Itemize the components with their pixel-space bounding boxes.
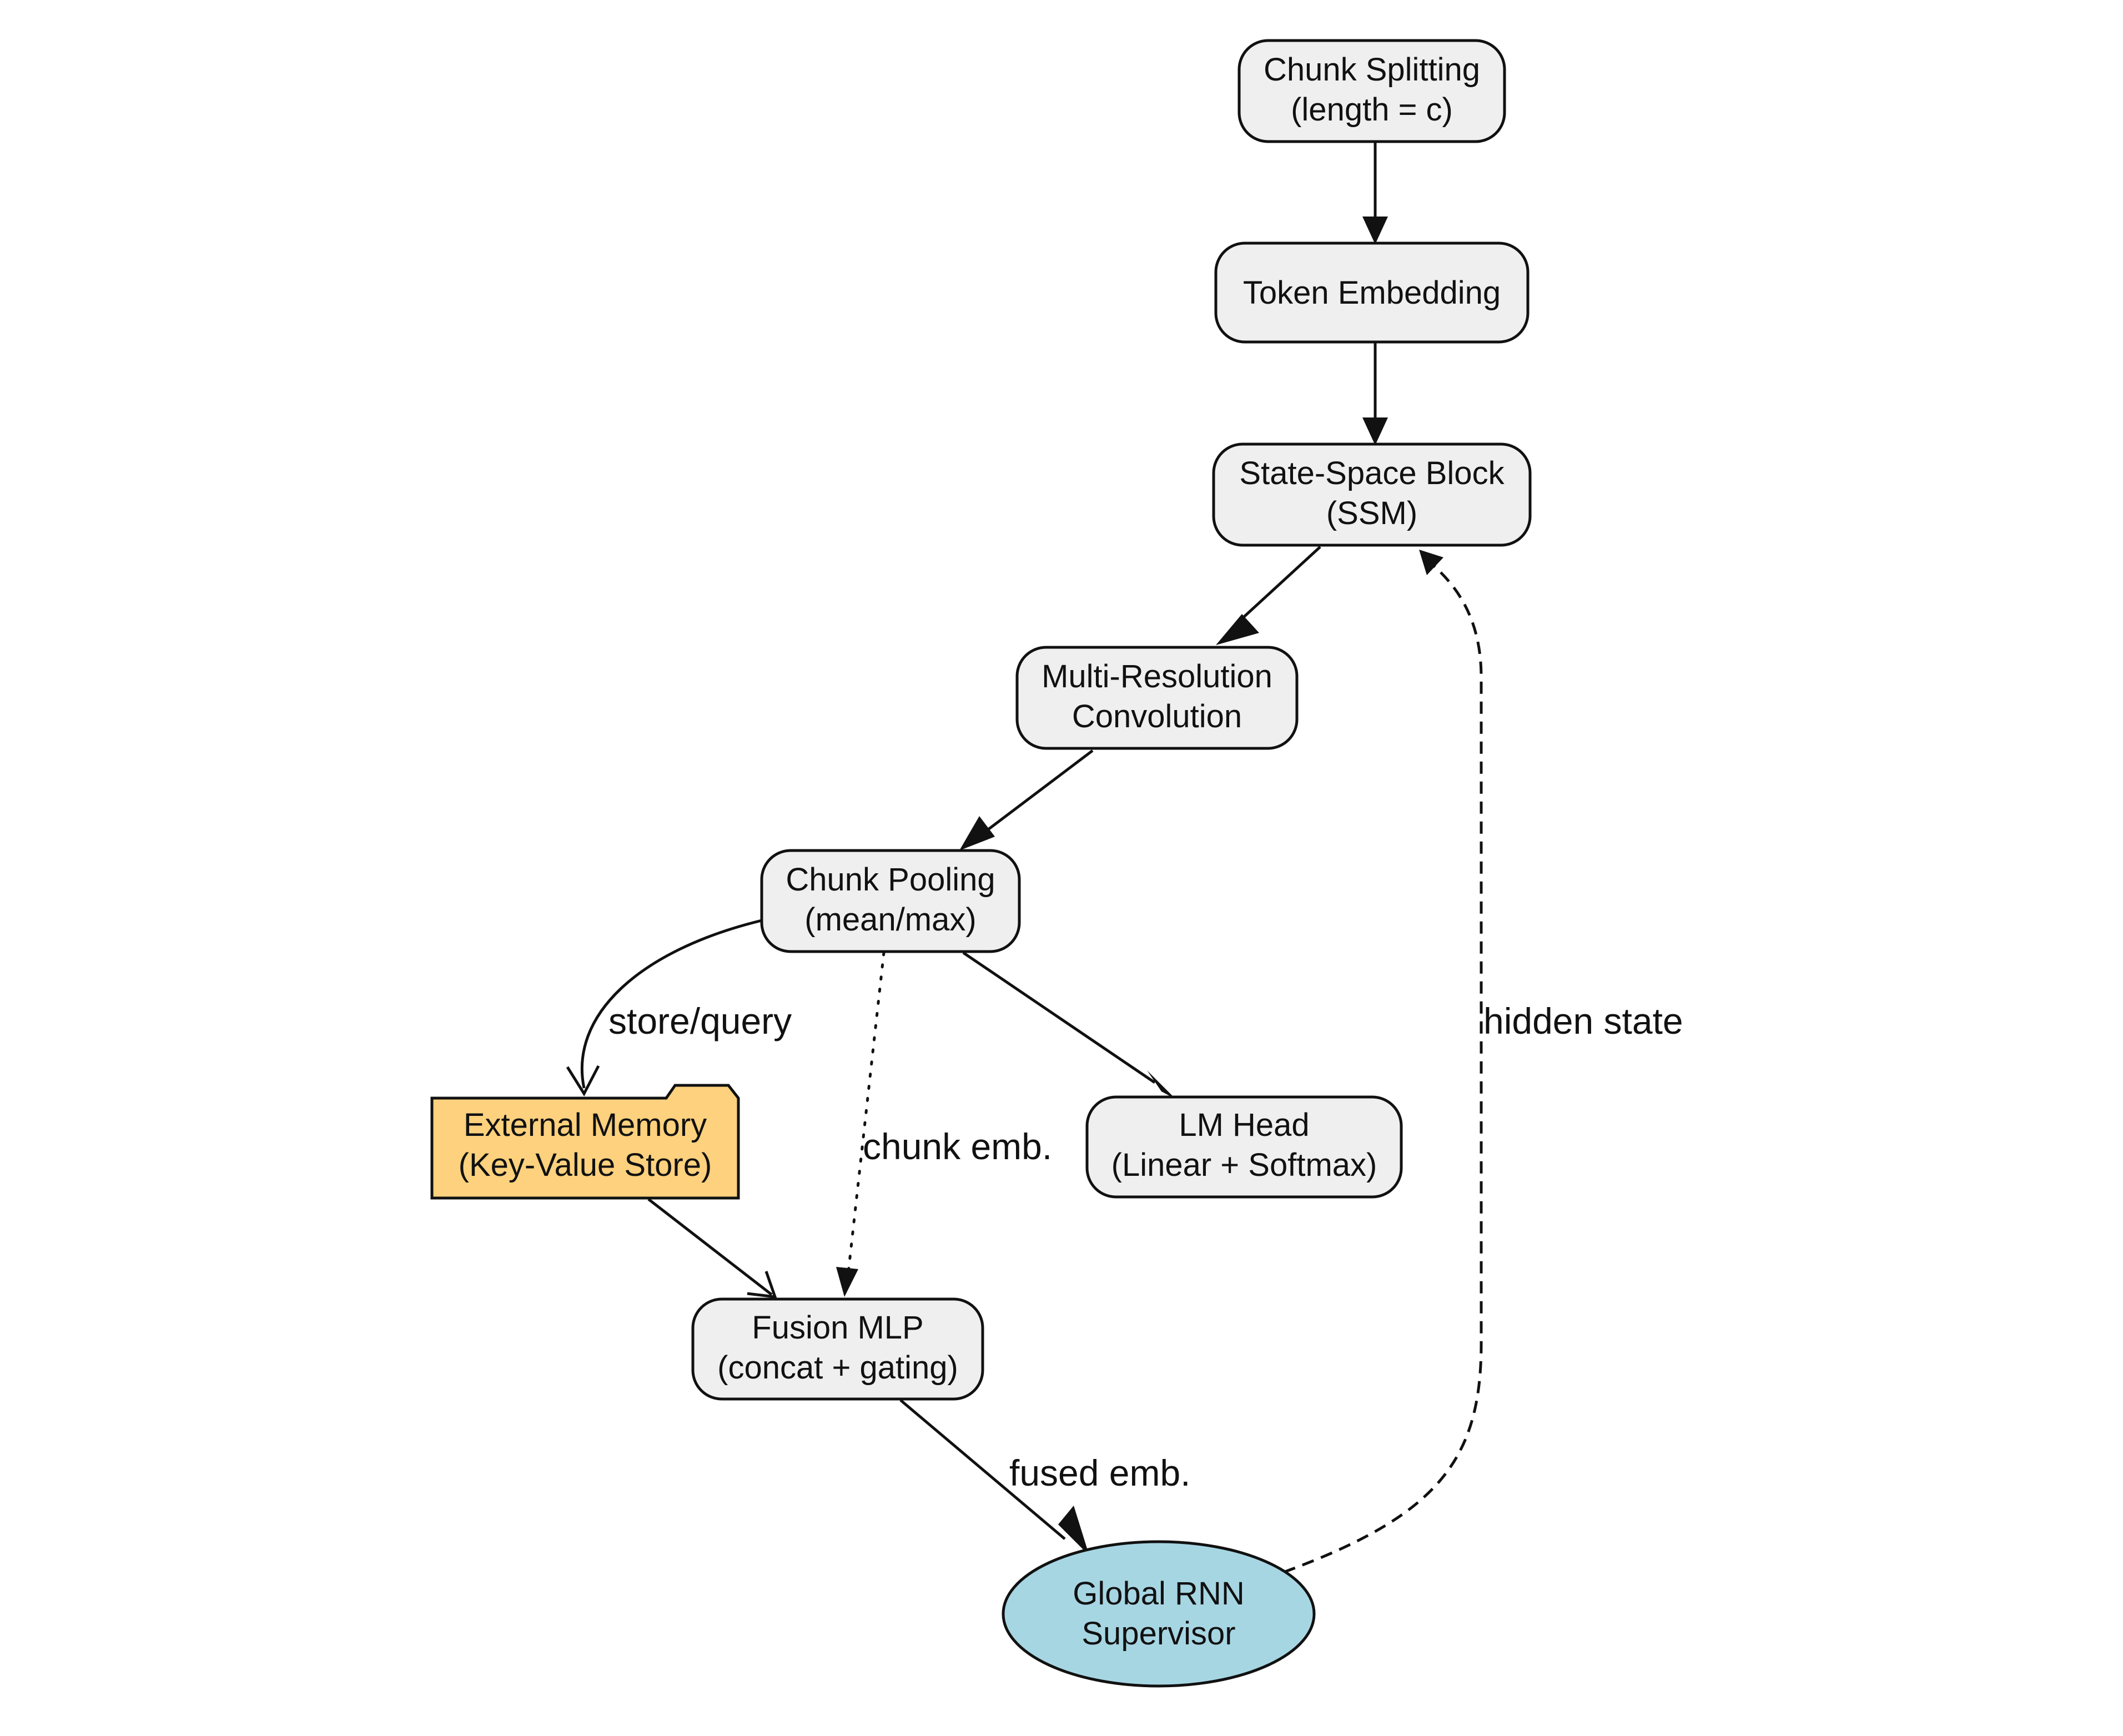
node-chunk-splitting-line1: Chunk Splitting <box>1264 52 1480 88</box>
node-external-memory-folder <box>430 1084 740 1200</box>
node-fusion-mlp-line2: (concat + gating) <box>717 1350 958 1386</box>
arrowhead-pooling-to-fusion <box>836 1267 858 1297</box>
arrowhead-pooling-to-lmhead <box>1147 1070 1176 1099</box>
arrowhead-memory-to-fusion <box>747 1271 777 1299</box>
node-external-memory: External Memory (Key-Value Store) <box>430 1084 740 1200</box>
edge-ssm-to-conv <box>1231 546 1321 628</box>
node-chunk-pooling-line2: (mean/max) <box>804 902 976 938</box>
node-lm-head-line2: (Linear + Softmax) <box>1111 1147 1377 1183</box>
arrowhead-fusion-to-rnn <box>1058 1506 1089 1556</box>
node-token-embedding: Token Embedding <box>1214 241 1530 344</box>
edge-fusion-to-rnn <box>899 1399 1066 1540</box>
node-fusion-mlp-line1: Fusion MLP <box>752 1310 923 1346</box>
node-global-rnn-supervisor-line1: Global RNN <box>1073 1576 1244 1612</box>
node-multi-resolution-convolution: Multi-Resolution Convolution <box>1015 646 1299 750</box>
node-lm-head: LM Head (Linear + Softmax) <box>1085 1095 1403 1199</box>
node-token-embedding-line1: Token Embedding <box>1243 275 1501 311</box>
node-external-memory-line2: (Key-Value Store) <box>459 1147 712 1183</box>
edge-rnn-to-ssm <box>1283 560 1483 1574</box>
node-state-space-block-line1: State-Space Block <box>1239 455 1505 491</box>
node-chunk-pooling: Chunk Pooling (mean/max) <box>760 849 1021 953</box>
edge-labels: store/query chunk emb. fused emb. hidden… <box>608 1000 1683 1493</box>
arrowhead-splitting-to-embedding <box>1362 217 1388 244</box>
edge-label-hidden-state: hidden state <box>1483 1000 1683 1041</box>
arrowhead-ssm-to-conv <box>1216 614 1259 645</box>
edge-label-store-query: store/query <box>608 1000 792 1041</box>
node-state-space-block-line2: (SSM) <box>1326 495 1417 531</box>
node-state-space-block-box <box>1212 442 1532 547</box>
node-fusion-mlp: Fusion MLP (concat + gating) <box>691 1297 984 1401</box>
node-external-memory-line1: External Memory <box>464 1107 707 1143</box>
edge-label-fused-emb: fused emb. <box>1009 1452 1191 1493</box>
node-chunk-pooling-box <box>760 849 1021 953</box>
node-multi-resolution-convolution-line2: Convolution <box>1072 698 1242 734</box>
node-global-rnn-supervisor: Global RNN Supervisor <box>1002 1540 1316 1688</box>
node-global-rnn-supervisor-ellipse <box>1002 1540 1316 1688</box>
node-chunk-splitting: Chunk Splitting (length = c) <box>1237 39 1506 143</box>
node-global-rnn-supervisor-line2: Supervisor <box>1081 1616 1235 1652</box>
node-multi-resolution-convolution-box <box>1015 646 1299 750</box>
node-lm-head-line1: LM Head <box>1179 1107 1309 1143</box>
edge-memory-to-fusion <box>647 1198 773 1296</box>
node-lm-head-box <box>1085 1095 1403 1199</box>
edge-pooling-to-memory <box>580 919 762 1089</box>
node-fusion-mlp-box <box>691 1297 984 1401</box>
node-token-embedding-box <box>1214 241 1530 344</box>
arrowhead-rnn-to-ssm <box>1419 550 1443 575</box>
edge-conv-to-pooling <box>987 749 1094 831</box>
node-state-space-block: State-Space Block (SSM) <box>1212 442 1532 547</box>
edge-pooling-to-lmhead <box>962 951 1156 1084</box>
edge-pooling-to-fusion <box>847 951 886 1274</box>
arrowhead-pooling-to-memory <box>566 1065 600 1097</box>
edge-label-chunk-emb: chunk emb. <box>863 1126 1052 1167</box>
node-chunk-pooling-line1: Chunk Pooling <box>786 862 995 898</box>
node-chunk-splitting-line2: (length = c) <box>1291 92 1453 128</box>
edges <box>566 142 1483 1574</box>
arrowhead-conv-to-pooling <box>959 816 995 851</box>
node-chunk-splitting-box <box>1237 39 1506 143</box>
node-multi-resolution-convolution-line1: Multi-Resolution <box>1042 658 1272 695</box>
arrowhead-embedding-to-ssm <box>1362 417 1388 445</box>
